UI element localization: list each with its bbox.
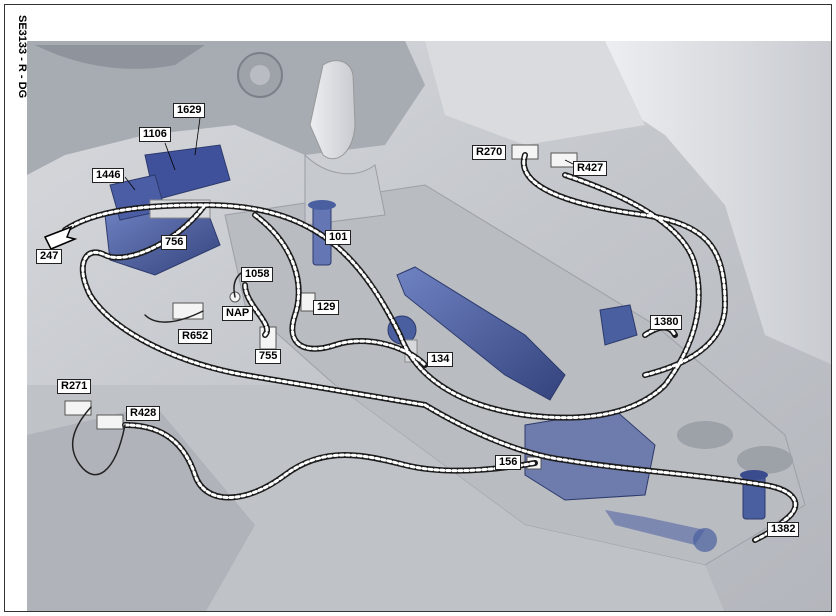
steering-column	[35, 45, 205, 69]
label-1058: 1058	[241, 267, 274, 282]
label-1106: 1106	[139, 127, 171, 142]
gear-lever	[309, 60, 356, 160]
handbrake-lever	[396, 266, 566, 401]
label-r427: R427	[573, 161, 608, 176]
label-1446: 1446	[92, 168, 125, 183]
label-756: 756	[161, 235, 188, 250]
diagram-frame: SE3133 - R - DG 1629 1106 1446 756 247 1…	[4, 4, 832, 612]
label-1380: 1380	[650, 315, 683, 330]
label-nap: NAP	[222, 306, 254, 321]
wiring-harness	[62, 152, 799, 543]
connector-R271	[64, 400, 92, 416]
label-129: 129	[313, 300, 340, 315]
label-r428: R428	[126, 406, 161, 421]
label-r270: R270	[472, 145, 507, 160]
reference-code: SE3133 - R - DG	[16, 15, 28, 99]
label-1629: 1629	[173, 103, 206, 118]
label-r652: R652	[178, 329, 213, 344]
label-134: 134	[427, 352, 454, 367]
label-1382: 1382	[767, 522, 800, 537]
connector-R652	[172, 302, 204, 320]
label-156: 156	[495, 455, 522, 470]
cup-holder	[677, 421, 733, 449]
label-755: 755	[255, 349, 282, 364]
connector-R427	[550, 152, 578, 168]
connector-R428	[96, 414, 124, 430]
label-247: 247	[36, 249, 63, 264]
component-1380	[599, 304, 638, 346]
arrow-to-247	[43, 225, 78, 250]
label-r271: R271	[57, 379, 92, 394]
right-seat	[605, 41, 831, 365]
wiring-illustration	[27, 41, 831, 611]
label-101: 101	[325, 230, 352, 245]
